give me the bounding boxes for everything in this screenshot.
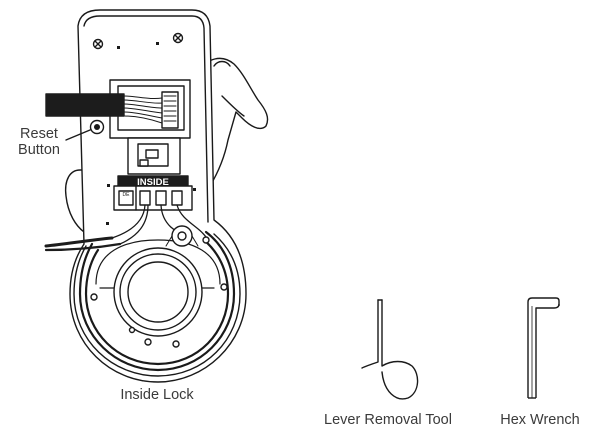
connector-marking: DE	[123, 192, 131, 198]
reset-label-line-2: Button	[18, 142, 60, 158]
lever-removal-tool-icon	[361, 299, 419, 400]
outer-ring	[73, 233, 241, 377]
plate-screw-icon	[92, 38, 104, 50]
ribbon-wires	[123, 95, 163, 124]
panel-marking-inside: INSIDE	[137, 177, 169, 188]
reset-button	[89, 119, 105, 135]
spindle-hole	[127, 261, 189, 323]
inside-lock-caption: Inside Lock	[120, 387, 194, 403]
hex-wrench-caption: Hex Wrench	[500, 412, 580, 428]
cable-lower	[44, 236, 114, 248]
cam-gear	[165, 225, 199, 247]
lock-plate-inner-edge	[83, 15, 209, 223]
plate-screw-icon	[172, 32, 184, 44]
connector-pins	[161, 91, 179, 129]
reset-button-label: Reset Button	[14, 126, 64, 158]
reset-label-line-1: Reset	[20, 126, 58, 142]
cable-upper	[45, 93, 125, 117]
seal-ring	[78, 230, 236, 372]
inside-lock	[44, 9, 269, 383]
lever-removal-tool-caption: Lever Removal Tool	[324, 412, 452, 428]
rose-middle	[119, 253, 197, 331]
mounting-bracket	[95, 239, 221, 285]
hex-wrench-icon	[527, 297, 560, 399]
reset-leader-line	[65, 129, 91, 141]
